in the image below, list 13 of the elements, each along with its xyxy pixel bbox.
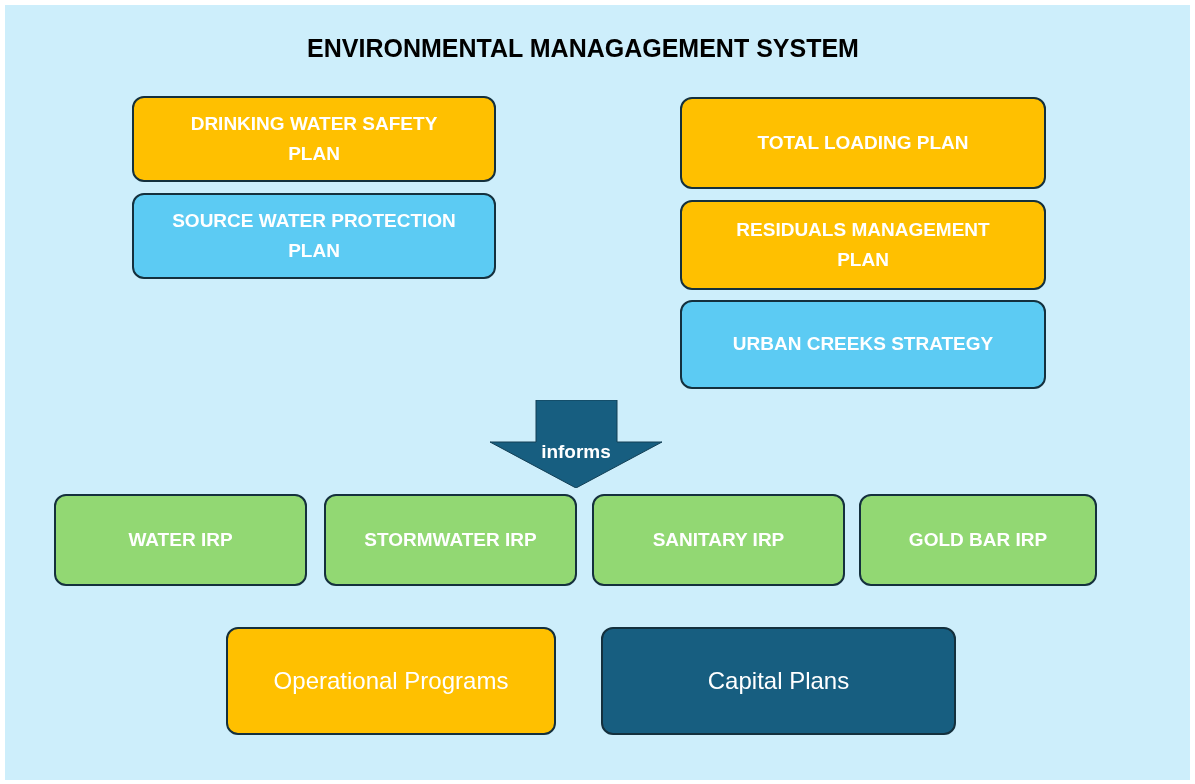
plan-box: URBAN CREEKS STRATEGY xyxy=(680,300,1046,389)
plan-box: GOLD BAR IRP xyxy=(859,494,1097,586)
plan-box: Capital Plans xyxy=(601,627,956,735)
plan-box: Operational Programs xyxy=(226,627,556,735)
plan-box: WATER IRP xyxy=(54,494,307,586)
plan-box: TOTAL LOADING PLAN xyxy=(680,97,1046,189)
plan-box: STORMWATER IRP xyxy=(324,494,577,586)
plan-box: SANITARY IRP xyxy=(592,494,845,586)
plan-box: SOURCE WATER PROTECTION PLAN xyxy=(132,193,496,279)
plan-box: RESIDUALS MANAGEMENT PLAN xyxy=(680,200,1046,290)
title: ENVIRONMENTAL MANAGAGEMENT SYSTEM xyxy=(306,33,860,64)
plan-box: DRINKING WATER SAFETY PLAN xyxy=(132,96,496,182)
arrow-label: informs xyxy=(540,440,612,464)
